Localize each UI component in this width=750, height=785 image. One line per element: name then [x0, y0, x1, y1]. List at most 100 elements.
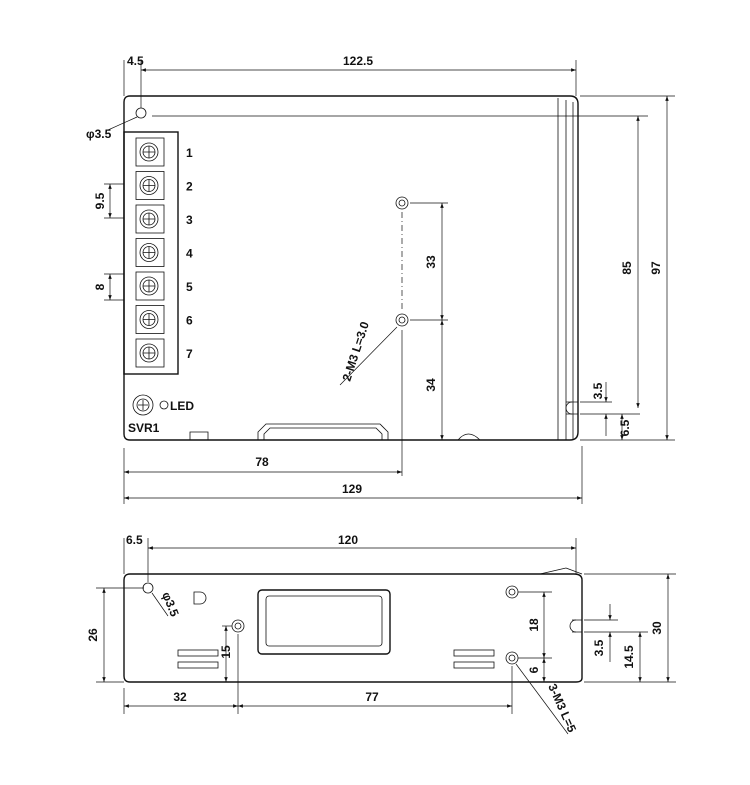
terminal-screw-icon — [139, 276, 159, 296]
side-hole-dia-label: φ3.5 — [159, 590, 182, 619]
dim-side-3-5-label: 3.5 — [592, 639, 606, 656]
vent-slot — [453, 661, 495, 669]
svr-cross-icon — [138, 400, 148, 410]
leader-hole-dia — [107, 116, 138, 131]
terminal-cell — [135, 137, 165, 167]
dim-pitch-label: 9.5 — [93, 192, 107, 209]
dim-6-label: 6 — [527, 666, 541, 673]
terminal-block — [123, 131, 179, 375]
svr-label: SVR1 — [128, 421, 160, 435]
dim-129-label: 129 — [342, 482, 362, 496]
side-leader-screw — [515, 663, 569, 735]
screw-hole-lower — [395, 313, 409, 327]
window-opening — [257, 589, 391, 655]
side-mount-hole — [142, 582, 154, 594]
terminal-screw-slot — [143, 246, 155, 259]
terminal-cell — [135, 171, 165, 200]
side-right-slot-arc — [569, 619, 577, 633]
screw-hole-lower-inner — [398, 316, 406, 324]
screw-hole-upper — [395, 196, 409, 210]
bottom-bracket — [257, 423, 389, 440]
dim-6-5-label: 6.5 — [126, 533, 143, 547]
mount-hole — [135, 107, 147, 119]
terminal-screw-icon — [139, 243, 159, 262]
dim-14-5-label: 14.5 — [622, 645, 636, 669]
side-edge — [565, 567, 583, 575]
terminal-cell — [135, 305, 165, 334]
leader-screw — [339, 326, 398, 386]
terminal-screw-slot — [143, 146, 155, 158]
dim-85-label: 85 — [620, 261, 634, 275]
side-edge — [539, 567, 567, 575]
terminal-screw-slot — [143, 179, 155, 192]
dim-120-label: 120 — [338, 533, 358, 547]
dim-screw-label: 2-M3 L=3.0 — [340, 320, 372, 383]
dim-78-label: 78 — [255, 455, 269, 469]
terminal-number: 3 — [186, 213, 193, 227]
terminal-cell — [135, 271, 165, 301]
window-inner — [265, 595, 383, 647]
side-screw-left — [231, 619, 245, 633]
dim-34-label: 34 — [424, 378, 438, 392]
dim-77-label: 77 — [365, 690, 379, 704]
vent-slot — [177, 649, 219, 657]
d-mark — [193, 591, 207, 605]
dim-122-5-label: 122.5 — [343, 54, 373, 68]
terminal-screw-icon — [139, 176, 159, 195]
vent-slot — [177, 661, 219, 669]
led-indicator — [159, 400, 169, 410]
led-label: LED — [170, 399, 194, 413]
terminal-number: 6 — [186, 314, 193, 328]
side-screw-right-top — [505, 585, 519, 599]
vent-slot — [453, 649, 495, 657]
terminal-number: 7 — [186, 347, 193, 361]
side-screw-right-top-inner — [508, 588, 516, 596]
terminal-screw-icon — [139, 142, 159, 162]
side-right-slot — [572, 619, 582, 633]
side-screw-right-bottom-inner — [508, 654, 516, 662]
terminal-cell — [135, 338, 165, 368]
terminal-screw-icon — [139, 209, 159, 229]
dim-15-label: 15 — [219, 645, 233, 659]
bottom-bracket-inner — [263, 427, 383, 440]
side-view: 6.5 120 φ3.5 26 15 18 6 3-M3 L=5 3.5 — [86, 533, 676, 735]
bottom-bump — [457, 433, 481, 441]
terminal-screw-slot — [143, 347, 155, 359]
dim-slot-3-5-label: 3.5 — [591, 382, 605, 399]
terminal-screws: 1 2 3 4 5 6 7 — [135, 137, 193, 368]
bottom-tab — [189, 431, 209, 440]
dim-30-label: 30 — [650, 621, 664, 635]
dim-97-label: 97 — [649, 261, 663, 275]
terminal-screw-slot — [143, 313, 155, 326]
terminal-number: 5 — [186, 280, 193, 294]
dim-18-label: 18 — [527, 618, 541, 632]
side-screw-right-bottom — [505, 651, 519, 665]
terminal-screw-icon — [139, 310, 159, 329]
terminal-screw-icon — [139, 343, 159, 363]
side-leader-hole — [151, 592, 169, 617]
svr-knob-inner — [136, 398, 150, 412]
dim-32-label: 32 — [173, 690, 187, 704]
terminal-cell — [135, 238, 165, 267]
dim-slot-6-5-label: 6.5 — [618, 419, 632, 436]
terminal-number: 4 — [186, 247, 193, 261]
dim-33-label: 33 — [424, 255, 438, 269]
dim-26-label: 26 — [86, 628, 100, 642]
terminal-screw-slot — [143, 280, 155, 292]
right-slot-arc — [565, 401, 573, 415]
screw-hole-upper-inner — [398, 199, 406, 207]
dim-4-5-label: 4.5 — [127, 54, 144, 68]
dim-hole-dia-label: φ3.5 — [86, 127, 112, 141]
side-view-outline — [123, 573, 583, 683]
terminal-screw-slot — [143, 213, 155, 225]
side-screw-left-inner — [234, 622, 242, 630]
terminal-number: 1 — [186, 146, 193, 160]
dim-terminal-label: 8 — [93, 283, 107, 290]
terminal-number: 2 — [186, 180, 193, 194]
svr-knob — [132, 394, 154, 416]
top-view-outline — [123, 95, 579, 441]
terminal-cell — [135, 204, 165, 234]
